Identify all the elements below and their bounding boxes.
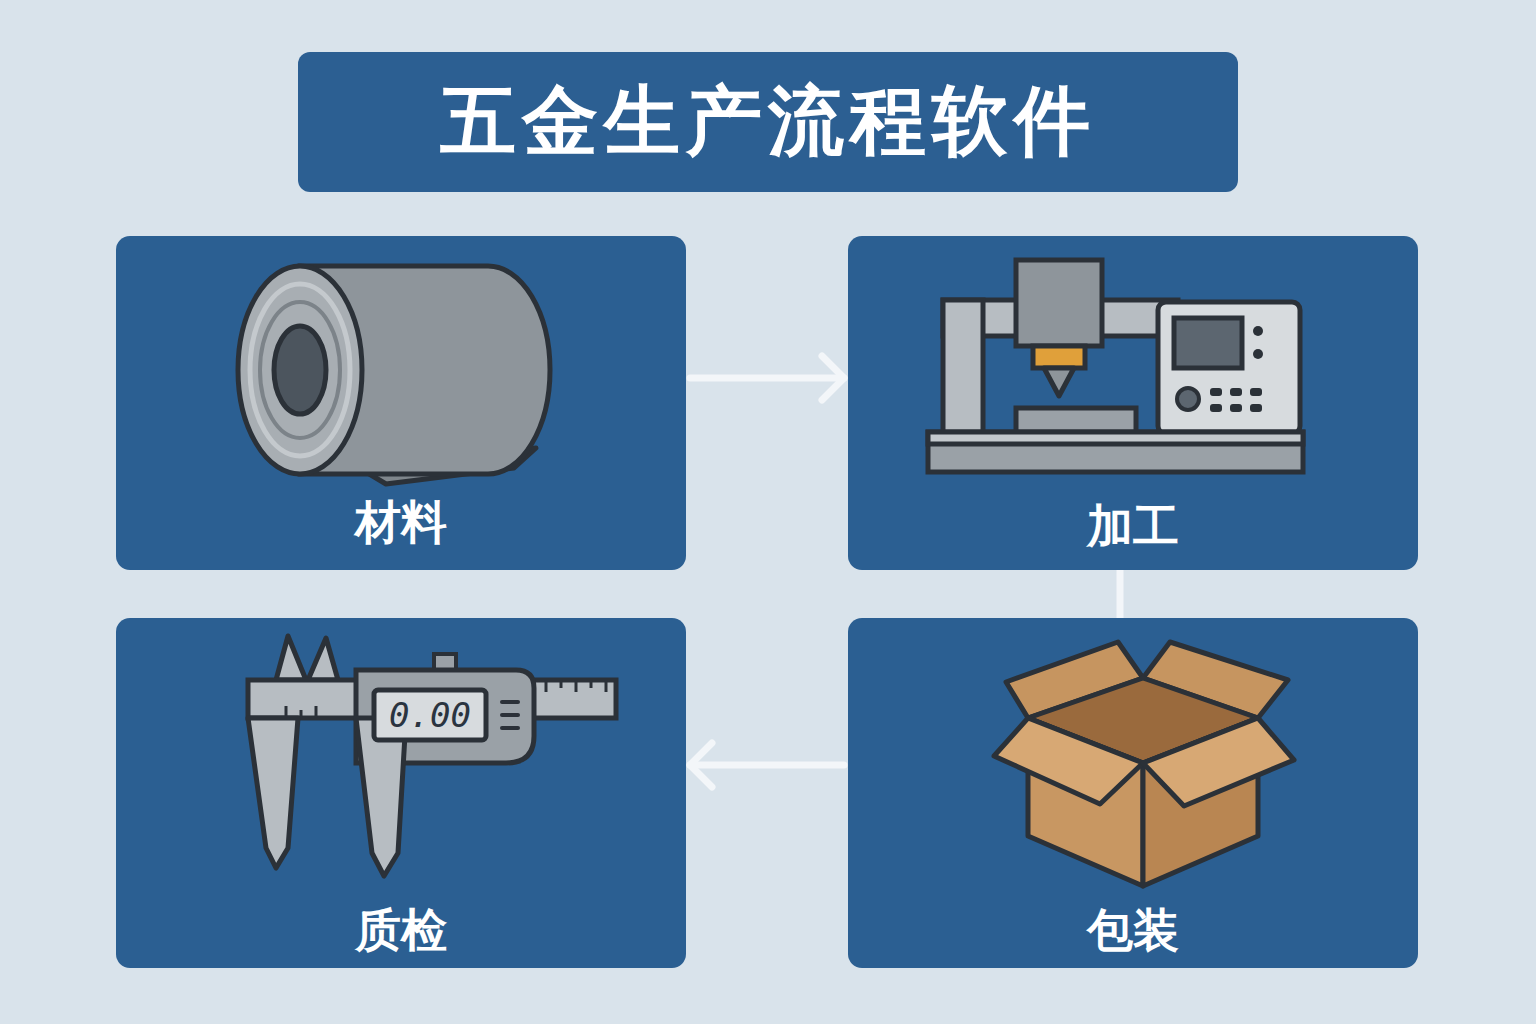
step-label: 加工: [848, 496, 1418, 558]
title-banner: 五金生产流程软件: [298, 52, 1238, 192]
flow-connector: [1117, 570, 1124, 618]
flow-connector: [690, 375, 844, 382]
arrow-head: [690, 743, 712, 787]
process-box: 材料: [116, 236, 686, 570]
step-label: 质检: [116, 900, 686, 962]
title-text: 五金生产流程软件: [440, 71, 1096, 174]
caliper-reading: 0.00: [376, 694, 484, 736]
process-box: 加工: [848, 236, 1418, 570]
step-label: 材料: [116, 492, 686, 554]
arrow-head: [822, 356, 844, 400]
flow-connector: [690, 762, 844, 769]
process-box: 包装: [848, 618, 1418, 968]
process-box: 质检 0.00: [116, 618, 686, 968]
step-label: 包装: [848, 900, 1418, 962]
